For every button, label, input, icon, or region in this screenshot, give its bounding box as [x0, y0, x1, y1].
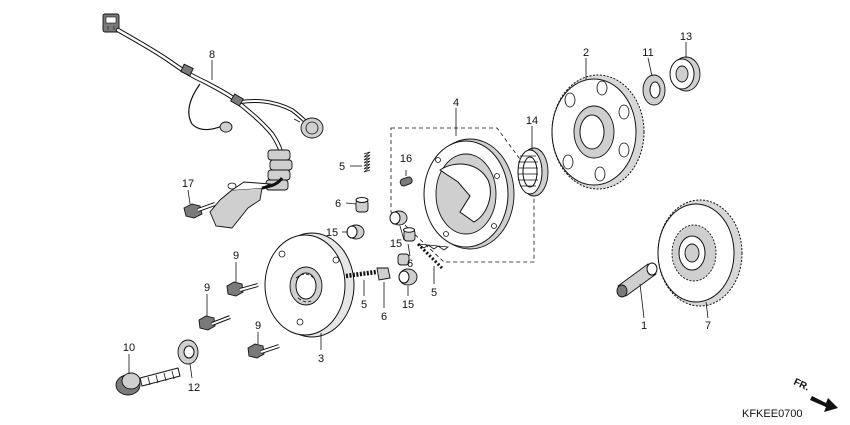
callout-15-lower: 15 — [402, 299, 414, 311]
callout-14: 14 — [526, 115, 538, 127]
needle-bearing-14 — [517, 147, 549, 197]
one-way-clutch-assembly — [346, 127, 535, 286]
callout-5-top: 5 — [339, 161, 345, 173]
callout-5-right: 5 — [431, 287, 437, 299]
collar-13 — [669, 56, 701, 92]
callout-2: 2 — [583, 47, 589, 59]
callout-16: 16 — [400, 153, 412, 165]
roller-15-middle — [389, 210, 408, 226]
callout-6-upper: 6 — [335, 198, 341, 210]
washer-11 — [642, 74, 666, 106]
callout-3: 3 — [318, 353, 324, 365]
callout-13: 13 — [680, 31, 692, 43]
spring-5-top — [363, 151, 371, 173]
callout-9-top: 9 — [233, 250, 239, 262]
pin-16 — [399, 176, 413, 187]
callout-labels: 8 2 3 4 14 11 13 1 7 5 6 15 16 17 9 9 9 … — [123, 31, 711, 394]
front-marker-label: FR. — [792, 377, 811, 394]
callout-11: 11 — [642, 47, 653, 59]
bolt-9-middle — [198, 315, 231, 331]
callout-5-left: 5 — [361, 299, 367, 311]
idle-gear-7 — [657, 199, 743, 307]
roller-6-upper — [355, 197, 369, 213]
clutch-plate — [264, 232, 355, 338]
wire-harness — [102, 13, 324, 229]
harness-grommet — [265, 149, 293, 191]
callout-17: 17 — [182, 178, 194, 190]
bolt-17 — [183, 202, 216, 219]
diagram-code: KFKEE0700 — [742, 408, 803, 420]
callout-10: 10 — [123, 342, 135, 354]
bolt-9-bottom — [247, 343, 280, 359]
callout-4: 4 — [453, 97, 459, 109]
spring-5-right — [416, 242, 450, 270]
callout-1: 1 — [641, 320, 647, 332]
front-direction-marker: FR. — [792, 377, 838, 412]
idle-gear-shaft-1 — [616, 262, 658, 298]
callout-15-middle: 15 — [390, 238, 402, 250]
front-arrow-icon — [810, 396, 838, 412]
roller-6-lower — [397, 253, 410, 266]
washer-12 — [177, 339, 199, 365]
callout-15-upper: 15 — [326, 227, 338, 239]
callout-8: 8 — [209, 49, 215, 61]
spring-5-left — [345, 269, 377, 279]
roller-6-middle — [403, 227, 416, 242]
roller-6-left — [376, 267, 391, 281]
callout-7: 7 — [705, 320, 711, 332]
callout-9-bottom: 9 — [255, 320, 261, 332]
roller-15-lower — [398, 268, 418, 286]
flange-bolt-10 — [115, 367, 181, 396]
starter-driven-gear-2 — [551, 74, 645, 190]
callout-12: 12 — [188, 382, 200, 394]
leader-lines — [128, 42, 709, 379]
roller-15-upper — [346, 224, 365, 240]
harness-sensor — [293, 117, 324, 139]
harness-connector — [102, 13, 120, 33]
callout-6-left: 6 — [381, 311, 387, 323]
callout-6-middle: 6 — [407, 258, 413, 270]
pulser-bracket — [209, 177, 284, 229]
callout-9-middle: 9 — [204, 282, 210, 294]
bolt-9-top — [226, 281, 259, 297]
